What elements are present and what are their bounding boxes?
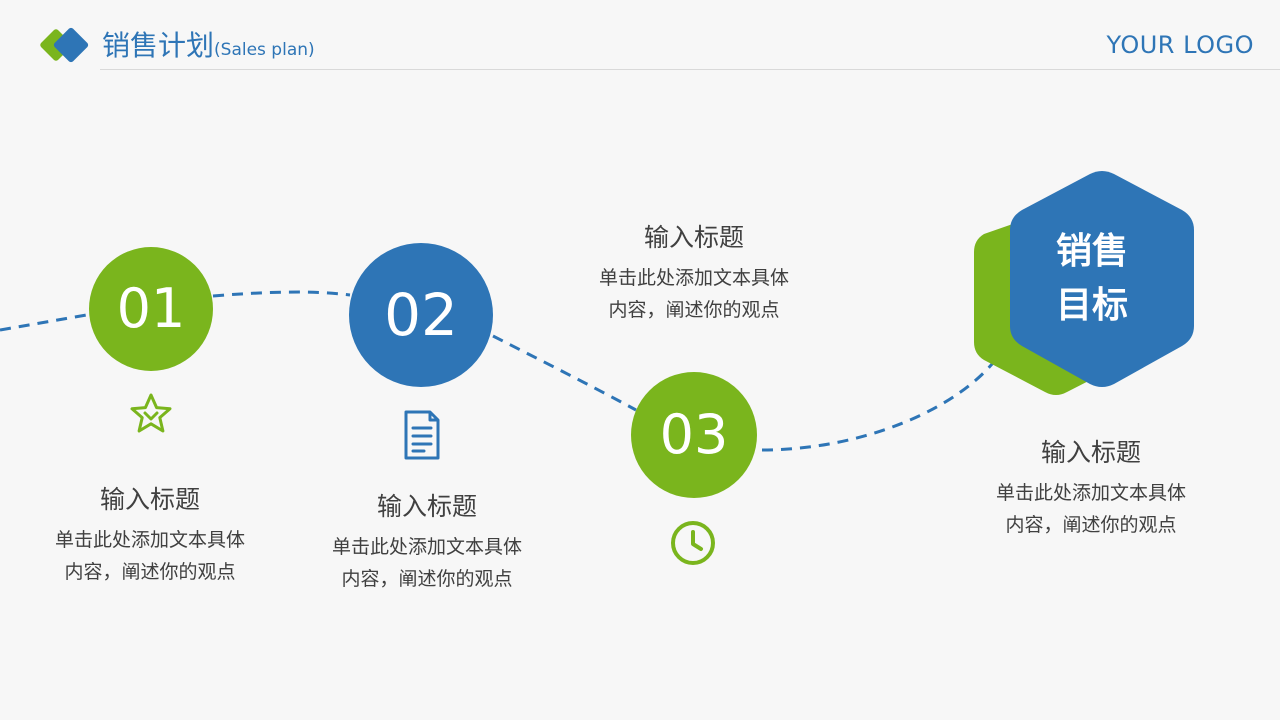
step-circle-03: 03 bbox=[631, 372, 757, 498]
header: 销售计划(Sales plan) YOUR LOGO bbox=[0, 0, 1280, 72]
step-title-03: 输入标题 bbox=[643, 223, 744, 252]
step-circle-02: 02 bbox=[349, 243, 493, 387]
page-subtitle: (Sales plan) bbox=[214, 40, 315, 60]
goal-label-line: 目标 bbox=[1055, 285, 1128, 326]
goal-label: 销售 目标 bbox=[1014, 225, 1170, 333]
step-desc-line: 内容，阐述你的观点 bbox=[608, 299, 780, 321]
star-icon bbox=[130, 393, 172, 433]
goal-desc-line: 单击此处添加文本具体 bbox=[995, 482, 1186, 504]
clock-icon bbox=[671, 521, 715, 565]
step-desc-line: 单击此处添加文本具体 bbox=[598, 267, 789, 289]
diamond-logo-icon bbox=[40, 27, 89, 63]
step-desc-line: 单击此处添加文本具体 bbox=[331, 536, 522, 558]
step-desc-02: 单击此处添加文本具体 内容，阐述你的观点 bbox=[297, 531, 557, 595]
document-icon bbox=[404, 410, 440, 460]
goal-desc: 单击此处添加文本具体 内容，阐述你的观点 bbox=[961, 477, 1221, 541]
page-title-main: 销售计划 bbox=[102, 29, 215, 62]
step-circle-01: 01 bbox=[89, 247, 213, 371]
step-desc-line: 内容，阐述你的观点 bbox=[341, 568, 513, 590]
step-desc-01: 单击此处添加文本具体 内容，阐述你的观点 bbox=[20, 524, 280, 588]
goal-title: 输入标题 bbox=[1040, 438, 1141, 467]
step-title-02: 输入标题 bbox=[376, 492, 477, 521]
goal-label-line: 销售 bbox=[1055, 231, 1128, 272]
goal-hexagon bbox=[974, 171, 1194, 395]
header-divider bbox=[100, 69, 1280, 70]
goal-desc-line: 内容，阐述你的观点 bbox=[1005, 514, 1177, 536]
logo-text: YOUR LOGO bbox=[1106, 31, 1254, 59]
step-desc-line: 单击此处添加文本具体 bbox=[54, 529, 245, 551]
step-desc-03: 单击此处添加文本具体 内容，阐述你的观点 bbox=[564, 262, 824, 326]
step-title-01: 输入标题 bbox=[99, 485, 200, 514]
step-desc-line: 内容，阐述你的观点 bbox=[64, 561, 236, 583]
page-title: 销售计划(Sales plan) bbox=[102, 26, 315, 70]
